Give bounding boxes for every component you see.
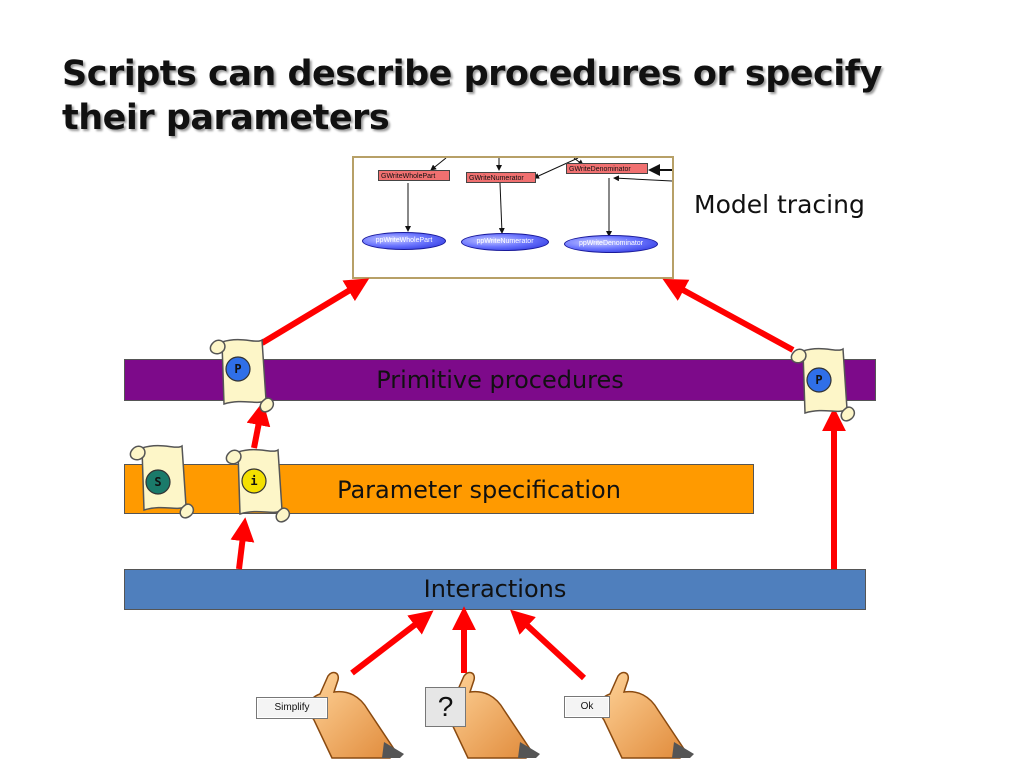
scroll-p-right: P [790,347,856,422]
model-tracing-graph: GWriteWholePart GWriteNumerator GWriteDe… [352,156,674,279]
ok-button[interactable]: Ok [564,696,610,718]
graph-edges [405,158,672,237]
interactions-band: Interactions [124,569,866,610]
interactions-label: Interactions [423,575,567,603]
question-button[interactable]: ? [425,687,466,727]
scroll-s-letter: S [154,475,161,489]
simplify-button[interactable]: Simplify [256,697,328,719]
scroll-p-right-letter: P [815,373,822,387]
hand-simplify-icon [308,671,404,759]
graph-node-ppwritewholepart: ppWriteWholePart [362,232,446,250]
arrow-simplify-to-interactions [350,610,434,676]
parameter-specification-label: Parameter specification [337,476,621,504]
arrow-ok-to-interactions [510,609,587,681]
arrow-i-to-primitive [246,401,271,449]
scroll-p-left: P [209,338,275,413]
scroll-p-left-letter: P [234,362,241,376]
graph-node-gwritenumerator: GWriteNumerator [466,172,536,183]
hand-ok-icon [598,671,694,759]
arrow-right-to-model [662,278,795,353]
graph-node-gwritedenominator: GWriteDenominator [566,163,648,174]
graph-node-ppwritedenominator: ppWriteDenominator [564,235,658,253]
slide-title: Scripts can describe procedures or speci… [62,54,882,138]
parameter-specification-band: Parameter specification [124,464,754,514]
primitive-procedures-label: Primitive procedures [376,366,624,394]
graph-node-gwritewholepart: GWriteWholePart [378,170,450,181]
model-tracing-label: Model tracing [694,190,865,219]
scroll-i-letter: i [250,474,257,488]
scroll-i: i [225,448,291,523]
graph-node-ppwritenumerator: ppWriteNumerator [461,233,549,251]
scroll-s: S [129,444,195,519]
arrow-interactions-to-parameter [230,517,255,570]
arrow-left-to-model [260,278,370,346]
